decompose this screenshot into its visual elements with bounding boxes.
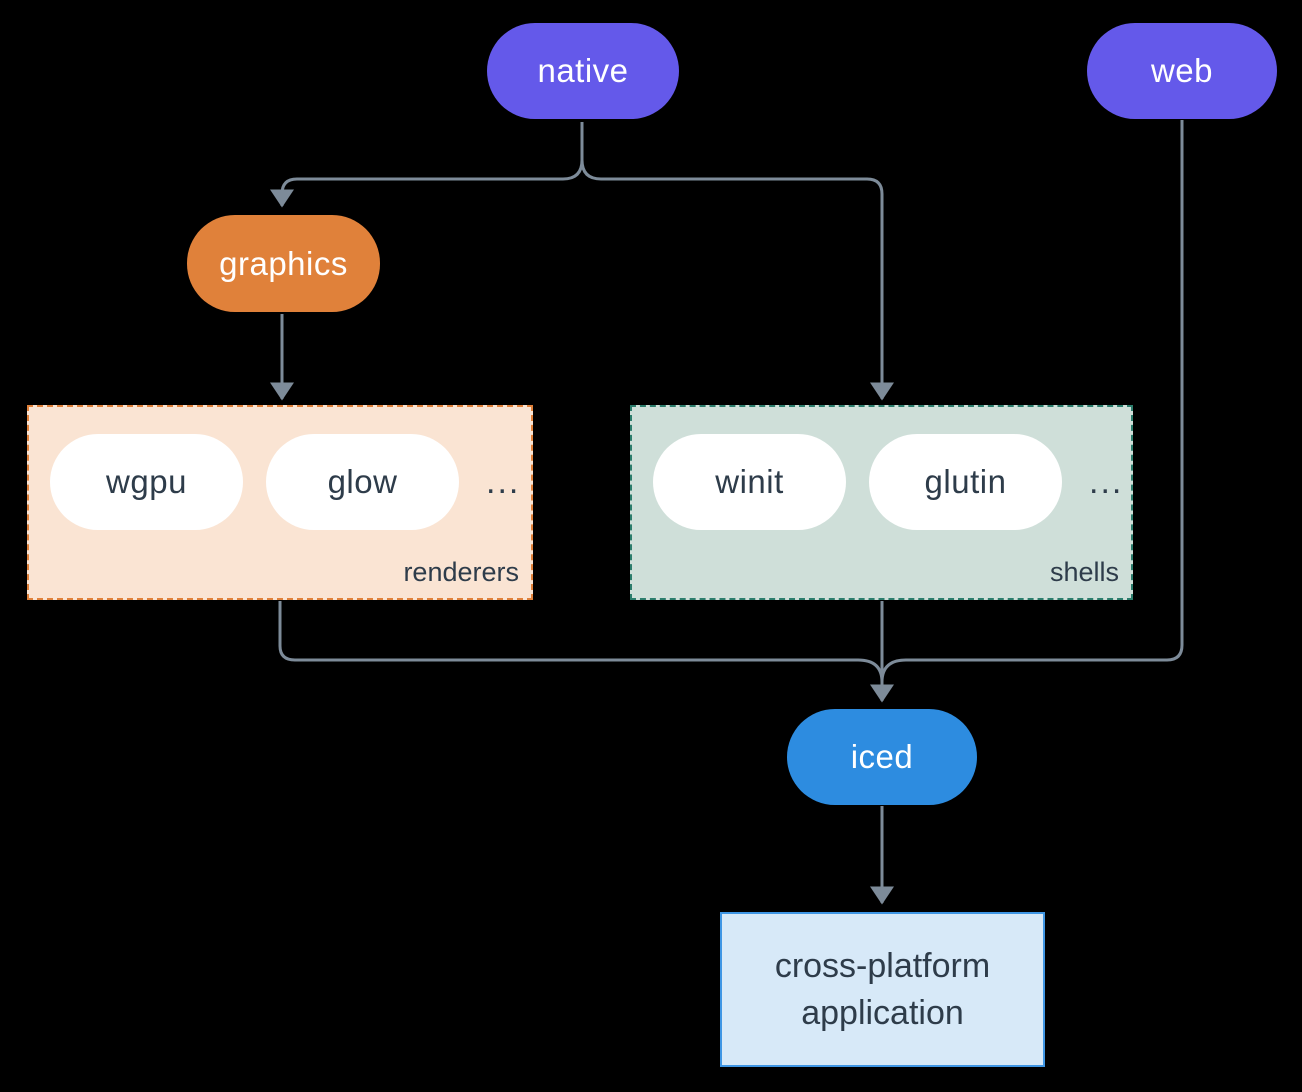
node-cross-platform-application: cross-platform application	[720, 912, 1045, 1067]
node-web-label: web	[1150, 52, 1214, 89]
group-shells-items: winit glutin ...	[653, 434, 1123, 530]
node-web: web	[1087, 23, 1277, 119]
group-renderers-label: renderers	[403, 557, 519, 587]
node-wgpu-label: wgpu	[106, 463, 187, 500]
node-glow-label: glow	[327, 463, 398, 500]
group-renderers-items: wgpu glow ...	[50, 434, 520, 530]
node-glutin-label: glutin	[924, 463, 1007, 500]
node-native-label: native	[537, 52, 629, 89]
node-wgpu: wgpu	[50, 434, 243, 530]
edge-native-shells	[580, 122, 894, 401]
edge-renderers-junction	[278, 601, 884, 683]
node-graphics-label: graphics	[219, 244, 348, 282]
node-winit-label: winit	[715, 463, 784, 500]
group-renderers: wgpu glow ... renderers	[27, 405, 533, 600]
app-label-line2: application	[801, 993, 964, 1032]
node-glutin: glutin	[869, 434, 1062, 530]
group-shells-label: shells	[1049, 557, 1119, 587]
node-graphics: graphics	[187, 215, 380, 312]
group-shells: winit glutin ... shells	[630, 405, 1133, 600]
shells-ellipsis: ...	[1089, 462, 1124, 501]
node-winit: winit	[653, 434, 846, 530]
app-label-line1: cross-platform	[774, 946, 991, 985]
node-native: native	[487, 23, 679, 119]
node-iced: iced	[787, 709, 977, 805]
node-iced-label: iced	[850, 738, 914, 775]
renderers-ellipsis: ...	[486, 462, 521, 501]
node-glow: glow	[266, 434, 459, 530]
edge-native-graphics	[270, 122, 584, 208]
